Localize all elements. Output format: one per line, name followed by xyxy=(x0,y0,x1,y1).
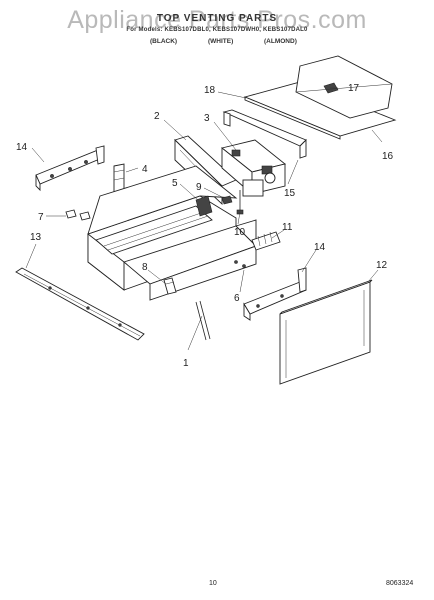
callout-4: 4 xyxy=(142,164,148,175)
callout-12: 12 xyxy=(376,260,388,271)
document-number: 8063324 xyxy=(386,580,414,587)
part-18-top-panel xyxy=(243,81,397,140)
callout-13: 13 xyxy=(30,232,42,243)
variant-white: (WHITE) xyxy=(208,38,234,45)
leader-lines xyxy=(25,87,383,351)
part-3-blower-assembly xyxy=(221,139,286,197)
callout-1: 1 xyxy=(183,358,189,369)
part-7-clips xyxy=(65,209,91,221)
callout-numbers: 1 2 3 4 5 6 7 8 9 10 11 12 13 14 14 15 1… xyxy=(16,83,394,369)
callout-18: 18 xyxy=(204,85,216,96)
callout-8: 8 xyxy=(142,262,148,273)
callout-14-upper: 14 xyxy=(16,142,28,153)
callout-14-lower: 14 xyxy=(314,242,326,253)
part-12-panel xyxy=(279,279,373,385)
callout-9: 9 xyxy=(196,182,202,193)
callout-15: 15 xyxy=(284,188,296,199)
callout-16: 16 xyxy=(382,151,394,162)
watermark: Appliance Parts Pros.com xyxy=(67,6,367,34)
callout-2: 2 xyxy=(154,111,160,122)
callout-17: 17 xyxy=(348,83,360,94)
part-10-probe xyxy=(236,190,244,215)
part-13-rail-strip xyxy=(15,267,145,341)
callout-6: 6 xyxy=(234,293,240,304)
callout-11: 11 xyxy=(282,222,293,233)
variant-almond: (ALMOND) xyxy=(264,38,297,45)
part-11-terminal-block xyxy=(251,231,281,251)
page-title: TOP VENTING PARTS xyxy=(156,13,278,24)
part-14-side-rail-lower xyxy=(243,267,307,321)
variant-black: (BLACK) xyxy=(150,38,178,45)
callout-3: 3 xyxy=(204,113,210,124)
part-8-connector xyxy=(163,277,177,295)
part-4-bracket xyxy=(113,163,125,193)
part-duct-body xyxy=(87,165,238,291)
page-number: 10 xyxy=(209,580,217,587)
callout-5: 5 xyxy=(172,178,178,189)
part-6-base-plate xyxy=(123,219,257,301)
part-15-bracket xyxy=(222,109,307,159)
callout-7: 7 xyxy=(38,212,44,223)
callout-10: 10 xyxy=(234,227,246,238)
part-14-side-rail-upper xyxy=(35,145,105,192)
model-numbers: For Models: KEBS107DBL0, KEBS107DWH0, KE… xyxy=(126,27,308,33)
part-1-rod xyxy=(195,300,211,341)
